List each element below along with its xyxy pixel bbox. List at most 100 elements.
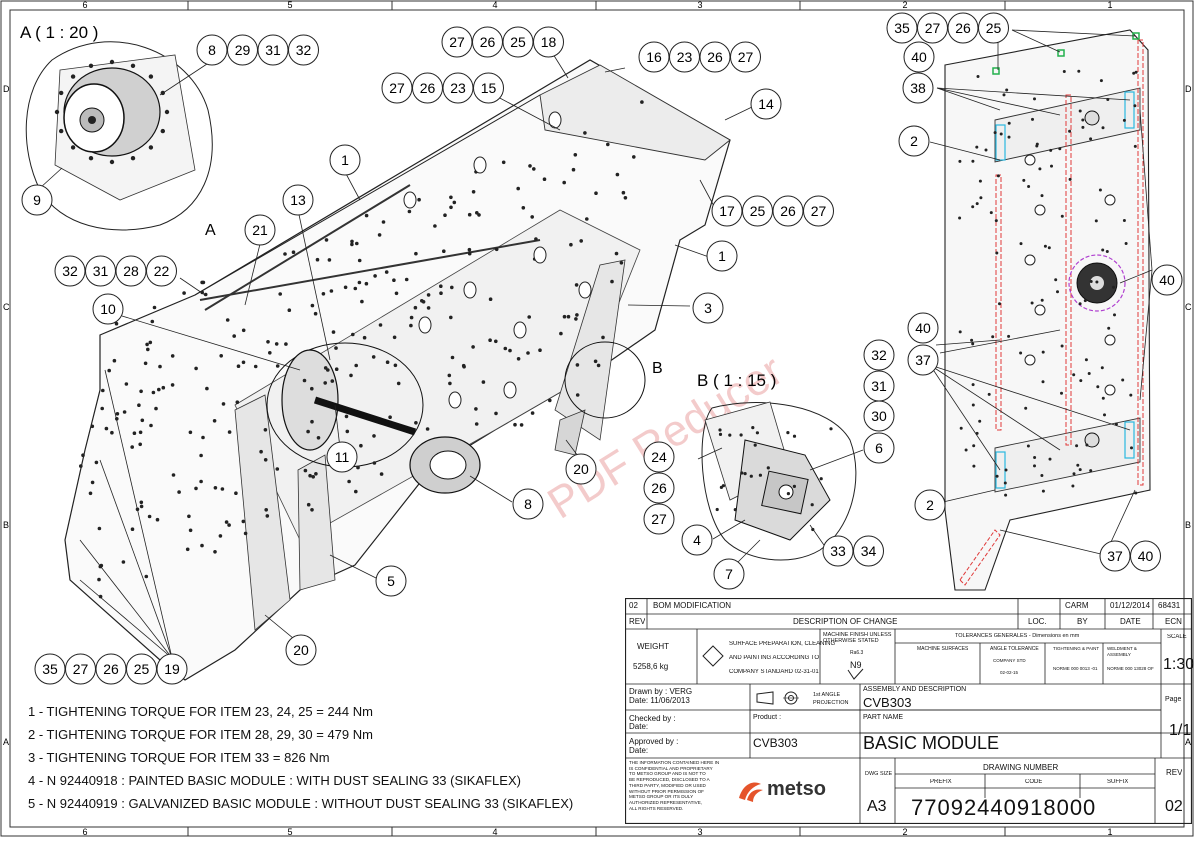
panel-hole (139, 504, 144, 509)
panel-hole (241, 328, 246, 333)
detail-a-bolt (148, 145, 154, 150)
tightening-label: TIGHTENING & PAINT (1053, 646, 1100, 651)
side-hole (958, 159, 962, 163)
balloon-circle (282, 184, 314, 216)
balloon-label: 7 (725, 566, 733, 582)
side-hole (1019, 351, 1023, 355)
panel-hole (236, 364, 241, 369)
balloon-circle (706, 240, 738, 272)
side-hole (1035, 144, 1039, 148)
balloon-circle (863, 400, 895, 432)
panel-hole (138, 442, 142, 447)
panel-hole (306, 502, 311, 507)
side-hole (979, 196, 983, 200)
balloon-label: 27 (449, 34, 465, 50)
balloon-label: 13 (290, 192, 306, 208)
detail-b-hole (792, 434, 797, 438)
detail-a-bolt (88, 156, 94, 161)
tolerances-title: TOLERANCES GENERALES - Dimensions en mm (955, 633, 1080, 639)
side-hole (1005, 88, 1009, 92)
balloon-label: 3 (704, 300, 712, 316)
side-hole (1007, 135, 1011, 139)
frame-letter-left: D (3, 84, 10, 94)
panel-hole (530, 411, 535, 415)
balloon-label: 35 (42, 661, 58, 677)
panel-hole (302, 378, 307, 383)
balloon-circle (730, 41, 761, 73)
side-hole (1033, 464, 1036, 468)
side-hole (1060, 391, 1063, 395)
panel-hole (450, 285, 454, 290)
weldment-label: WELDMENT & ASSEMBLY (1107, 646, 1137, 657)
panel-hole (449, 315, 453, 320)
panel-hole (439, 284, 443, 289)
panel-hole (601, 335, 605, 340)
panel-hole (521, 206, 526, 210)
detail-b-hole (819, 477, 823, 481)
detail-b-hole (739, 433, 743, 437)
detail-a-shaft (88, 116, 96, 124)
side-hole (972, 444, 976, 448)
balloon-label: 32 (296, 42, 312, 58)
panel-hole (420, 299, 424, 303)
panel-hole (100, 406, 104, 411)
balloon-label: 8 (208, 42, 216, 58)
detail-b-hole (719, 485, 724, 489)
panel-hole (596, 363, 601, 368)
balloon-label: 17 (719, 203, 735, 219)
side-hole (964, 448, 968, 452)
side-hole (1075, 444, 1079, 448)
panel-hole (98, 594, 103, 599)
detail-b-hole (733, 508, 737, 512)
side-hole (1113, 313, 1116, 317)
detail-b-hole (749, 474, 753, 478)
panel-hole (115, 412, 120, 416)
panel-hole (414, 421, 418, 425)
panel-hole (610, 279, 614, 284)
balloon-label: 2 (926, 497, 934, 513)
detail-b-hole (715, 507, 719, 512)
side-hole (975, 202, 979, 206)
side-large-hole (1104, 194, 1116, 206)
side-seal-bottom (959, 529, 1001, 586)
panel-hole (266, 340, 270, 344)
panel-hole (355, 241, 359, 246)
frame-letter-left: C (3, 302, 10, 312)
side-hole (1112, 285, 1115, 289)
panel-hole (364, 281, 369, 286)
detail-a-bolt (88, 63, 94, 68)
scale-label: SCALE (1167, 634, 1187, 640)
balloon-label: 23 (677, 49, 693, 65)
side-hole (958, 216, 962, 220)
panel-hole (324, 238, 329, 242)
panel-hole (488, 338, 492, 343)
panel-hole (349, 373, 353, 378)
panel-hole (213, 486, 218, 490)
detail-b-hole (751, 426, 755, 430)
panel-hole (139, 389, 143, 394)
balloon-label: 14 (758, 96, 774, 112)
panel-hole (154, 406, 158, 411)
side-hole (1081, 125, 1085, 129)
panel-hole (593, 359, 598, 364)
assembly-value: CVB303 (863, 695, 912, 710)
detail-a-title: A ( 1 : 20 ) (20, 23, 98, 42)
panel-hole (330, 379, 335, 383)
side-upper-seal-right (1124, 91, 1135, 129)
panel-hole (200, 543, 204, 548)
detail-a-bolt (109, 159, 115, 165)
panel-large-hole (503, 381, 517, 399)
main-leg-right (554, 259, 626, 456)
panel-hole (291, 250, 296, 254)
frame-number-top: 4 (492, 0, 497, 10)
balloon-label: 22 (154, 263, 170, 279)
angle-tolerance-value: COMPANY STD (993, 658, 1026, 663)
frame-number-top: 5 (287, 0, 292, 10)
balloon-label: 1 (341, 152, 349, 168)
panel-hole (477, 213, 481, 217)
angle-tolerance-code: 02-02-15 (1000, 670, 1019, 675)
side-hole (1033, 456, 1037, 459)
balloon-label: 26 (480, 34, 496, 50)
page-value: 1/1 (1169, 722, 1192, 739)
